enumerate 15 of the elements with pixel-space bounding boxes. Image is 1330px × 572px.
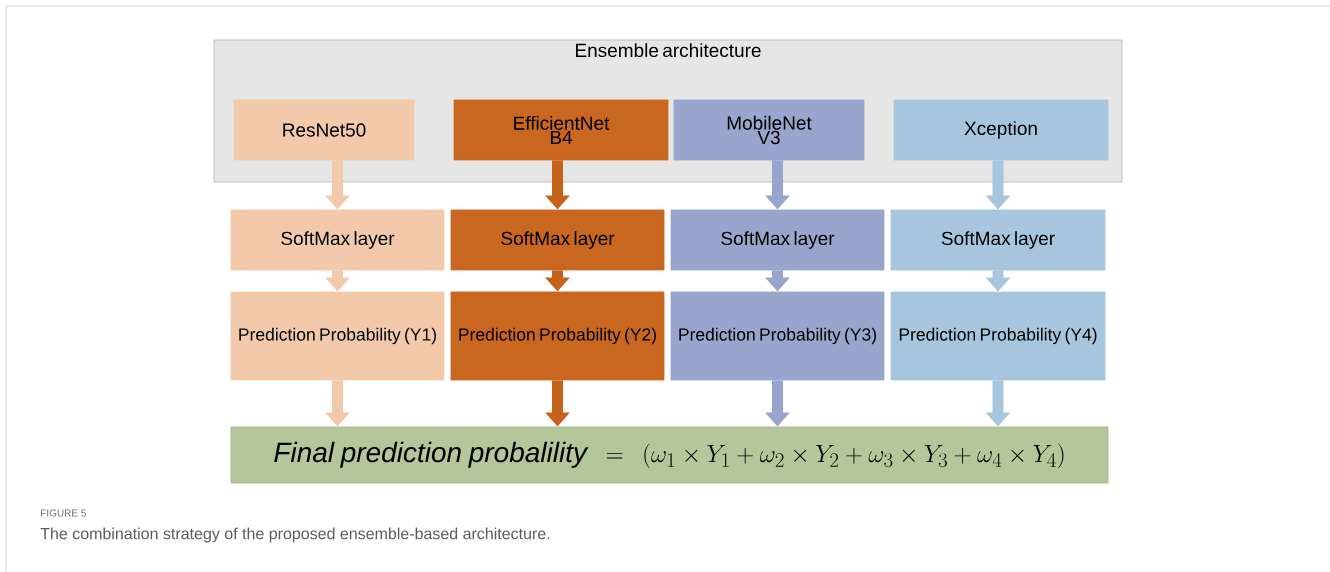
probability-box: Prediction Probability (Y3): [670, 291, 885, 381]
layer-box: SoftMax layer: [450, 209, 665, 271]
model-box: Xception: [893, 99, 1109, 161]
layer-box: SoftMax layer: [670, 209, 885, 271]
figure-label: FIGURE 5: [41, 509, 86, 517]
model-box: MobileNet V3: [673, 99, 865, 161]
layer-box: SoftMax layer: [890, 209, 1106, 271]
probability-box: Prediction Probability (Y4): [890, 291, 1106, 381]
probability-box: Prediction Probability (Y2): [450, 291, 665, 381]
probability-box: Prediction Probability (Y1): [230, 291, 445, 381]
formula-box: $\mathit{Final\ \ prediction\ \ probalility}=\left(\omega_1\times Y_1+\omega_2\times Y_2+\omega_3\times Y_3+\omega_4\times Y_4\right)$: [230, 426, 1109, 484]
model-box: EfficientNet B4: [453, 99, 669, 161]
caption-text: The combination strategy of the proposed ensemble-based architecture.: [40, 527, 550, 543]
layer-box: SoftMax layer: [230, 209, 445, 271]
model-box: ResNet50: [233, 99, 415, 161]
